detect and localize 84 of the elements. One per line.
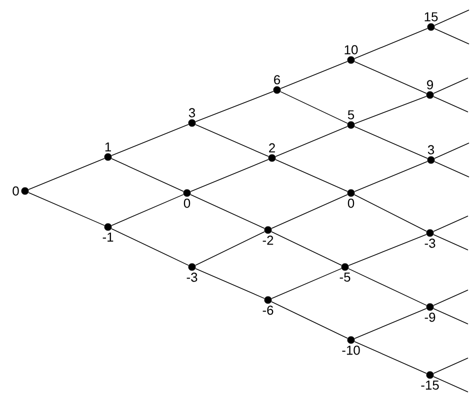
lattice-line (434, 10, 470, 26)
lattice-line (354, 61, 427, 94)
node-label: 15 (424, 12, 438, 22)
lattice-line (271, 268, 342, 299)
lattice-line (190, 194, 265, 229)
node-label: -3 (186, 272, 198, 282)
lattice-line (433, 216, 468, 232)
lattice-point: 0 (183, 189, 191, 208)
lattice-point: 3 (427, 145, 435, 164)
lattice-point: 5 (347, 110, 355, 129)
lattice-line (195, 231, 265, 266)
lattice-line (433, 78, 468, 94)
lattice-point: 6 (273, 75, 281, 94)
lattice-point: -10 (342, 336, 360, 355)
lattice-line (433, 376, 468, 392)
node-label: 0 (12, 186, 19, 196)
lattice-point: 9 (426, 80, 434, 99)
lattice-line (111, 228, 189, 266)
lattice-line (434, 28, 470, 44)
lattice-point: 10 (344, 45, 358, 64)
node-label: -1 (102, 232, 114, 242)
lattice-line (111, 158, 184, 192)
lattice-line (354, 308, 427, 339)
lattice-point: -3 (424, 229, 436, 248)
lattice-line (275, 159, 348, 192)
lattice-line (354, 194, 427, 232)
lattice-point: 15 (424, 12, 438, 31)
lattice-point: -2 (262, 226, 274, 245)
lattice-point: -9 (424, 303, 436, 322)
lattice-line (348, 268, 427, 306)
node-label: -9 (424, 312, 436, 322)
lattice-point: -1 (102, 223, 114, 242)
node-label: 10 (344, 45, 358, 54)
node-label: -6 (262, 306, 274, 315)
lattice-line (190, 159, 269, 192)
lattice-line (354, 96, 427, 124)
lattice-line (195, 268, 265, 299)
node-label: 6 (274, 75, 280, 84)
node-label: 1 (105, 142, 111, 152)
node-label: -3 (424, 238, 436, 248)
lattice-line (433, 308, 468, 324)
lattice-line (348, 234, 427, 266)
node-label: 0 (184, 198, 190, 208)
node-label: -15 (421, 380, 439, 390)
lattice-line (28, 158, 105, 190)
lattice-line (433, 96, 468, 112)
lattice-line (354, 126, 428, 159)
node-label: 5 (348, 110, 354, 120)
lattice-point: 3 (188, 108, 196, 127)
node-label: 3 (188, 108, 196, 118)
lattice-line (433, 234, 468, 250)
lattice-line (354, 341, 427, 374)
lattice-line (280, 61, 348, 89)
node-label: -5 (340, 272, 350, 282)
node-label: -10 (342, 346, 360, 355)
lattice-line (275, 126, 348, 157)
node-label: 0 (348, 198, 354, 208)
node-label: 9 (427, 80, 433, 90)
node-label: 3 (428, 145, 434, 154)
lattice-point: 0 (347, 189, 355, 208)
node-label: 2 (269, 143, 275, 152)
lattice-line (434, 142, 470, 159)
lattice-line (195, 91, 274, 122)
lattice-line (280, 91, 348, 124)
lattice-line (433, 290, 468, 306)
lattice-point: -6 (262, 296, 274, 315)
lattice-point: 2 (268, 143, 276, 162)
lattice-line (271, 231, 342, 266)
lattice-point: -5 (340, 263, 350, 282)
lattice-line (434, 161, 470, 178)
lattice-line (433, 358, 468, 374)
lattice-line (111, 124, 189, 156)
lattice-point: 0 (12, 186, 29, 196)
lattice-line (271, 301, 348, 339)
lattice-line (354, 161, 428, 192)
lattice-line (195, 124, 269, 157)
lattice-line (28, 192, 105, 226)
lattice-line (111, 194, 184, 226)
lattice-line (354, 28, 428, 59)
lattice-point: -15 (421, 371, 439, 390)
lattice-point: -3 (186, 263, 198, 282)
lattice-point: 1 (104, 142, 112, 161)
node-label: -2 (262, 236, 274, 245)
lattice-line (271, 194, 348, 229)
